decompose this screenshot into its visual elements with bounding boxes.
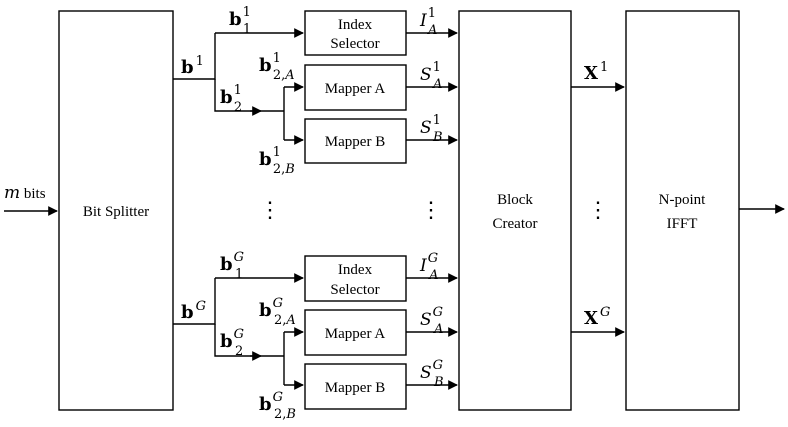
ellipsis-blocks: ⋮ <box>587 198 609 223</box>
ifft-block <box>625 10 740 411</box>
ellipsis-mappers: ⋮ <box>259 198 281 223</box>
index-selector-label-line2: Selector <box>330 36 379 52</box>
block-creator-label-line2: Creator <box>493 216 538 232</box>
index-selector-label-line2: Selector <box>330 282 379 298</box>
mapper-a-block-top <box>304 64 407 111</box>
index-selector-label-line1: Index <box>338 17 373 33</box>
wire-bottom-trunk <box>173 278 216 325</box>
wire-top-b2 <box>214 79 259 112</box>
index-selector-block-bottom <box>304 255 407 302</box>
bit-splitter-label: Bit Splitter <box>83 204 149 220</box>
ifft-label-line1: N-point <box>659 192 706 208</box>
mapper-a-label: Mapper A <box>325 81 386 97</box>
block-creator-block <box>458 10 572 411</box>
wire-top-trunk <box>173 33 216 80</box>
ellipsis-outputs: ⋮ <box>420 198 442 223</box>
mapper-b-block-top <box>304 118 407 164</box>
bit-splitter-block <box>58 10 174 411</box>
ifft-label-line2: IFFT <box>667 216 698 232</box>
mapper-a-label: Mapper A <box>325 326 386 342</box>
mapper-b-label: Mapper B <box>325 134 385 150</box>
index-selector-block-top <box>304 10 407 56</box>
index-selector-label-line1: Index <box>338 262 373 278</box>
input-label: m bits <box>4 183 46 203</box>
mapper-b-label: Mapper B <box>325 380 385 396</box>
mapper-a-block-bottom <box>304 309 407 356</box>
mapper-b-block-bottom <box>304 363 407 410</box>
block-creator-label-line1: Block <box>497 192 533 208</box>
